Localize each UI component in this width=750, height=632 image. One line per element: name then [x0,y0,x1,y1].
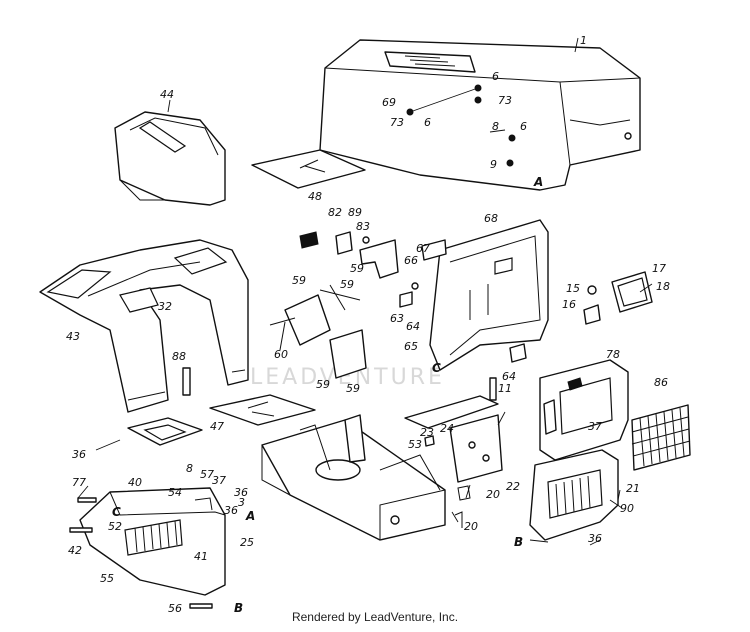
grille-frame-part [539,359,629,461]
grille-screen-part [631,404,691,471]
label-64: 64 [406,320,420,333]
fender-bolt-88 [182,367,191,396]
label-59-c: 59 [340,278,354,291]
label-90: 90 [620,502,634,515]
label-59-b: 59 [292,274,306,287]
label-41: 41 [194,550,208,563]
label-A-b: A [245,509,255,523]
bracket-22-part [404,395,503,483]
label-78: 78 [606,348,620,361]
label-20-b: 20 [464,520,478,533]
label-18: 18 [656,280,670,293]
label-24: 24 [440,422,454,435]
label-60: 60 [274,348,288,361]
label-68: 68 [484,212,498,225]
label-C: C [112,505,121,519]
label-1: 1 [580,34,587,47]
label-32: 32 [158,300,172,313]
label-40: 40 [128,476,142,489]
label-42: 42 [68,544,82,557]
label-36-b: 36 [588,532,602,545]
label-8: 8 [492,120,499,133]
label-6-c: 6 [520,120,527,133]
dash-panel-68-part [421,219,549,371]
label-67: 67 [416,242,430,255]
label-36-c: 36 [234,486,248,499]
plate-48-part [251,149,366,189]
plate-36-part [127,417,203,446]
label-36-d: 36 [224,504,238,517]
screws-42-77 [69,497,97,533]
label-A: A [533,175,543,189]
label-21: 21 [626,482,640,495]
label-88: 88 [172,350,186,363]
label-77: 77 [72,476,86,489]
label-59-e: 59 [346,382,360,395]
frame-part [261,414,471,541]
label-15: 15 [566,282,580,295]
label-16: 16 [562,298,576,311]
label-86: 86 [654,376,668,389]
small-parts-63-64 [399,282,527,363]
label-64-b: 64 [502,370,516,383]
label-69: 69 [382,96,396,109]
label-59-d: 59 [316,378,330,391]
label-6-b: 6 [424,116,431,129]
label-23: 23 [420,426,434,439]
hood-part [319,39,641,191]
label-8-b: 8 [186,462,193,475]
label-B-b: B [234,601,243,615]
label-22: 22 [506,480,520,493]
headlight-part [583,271,653,325]
label-66: 66 [404,254,418,267]
label-C-b: C [432,361,441,375]
dash-panel-part [114,111,226,206]
label-89: 89 [348,206,362,219]
label-47: 47 [210,420,224,433]
fender-part [39,239,249,413]
label-59: 59 [350,262,364,275]
label-56: 56 [168,602,182,615]
label-11: 11 [498,382,512,395]
label-83: 83 [356,220,370,233]
lower-grille-part [529,449,619,541]
label-63: 63 [390,312,404,325]
label-57: 57 [200,468,214,481]
label-B: B [514,535,523,549]
label-48: 48 [308,190,322,203]
label-37-b: 37 [212,474,226,487]
label-65: 65 [404,340,418,353]
label-54: 54 [168,486,182,499]
key-switch-part [299,231,370,255]
label-43: 43 [66,330,80,343]
bolt-56 [189,603,213,609]
label-73: 73 [498,94,512,107]
label-25: 25 [240,536,254,549]
front-panel-part [79,487,226,596]
label-36: 36 [72,448,86,461]
label-20: 20 [486,488,500,501]
lever-assembly-part [269,284,367,379]
bracket-66-part [359,239,399,279]
bolt-11 [489,377,497,401]
label-82: 82 [328,206,342,219]
label-3: 3 [238,496,245,509]
label-44: 44 [160,88,174,101]
hood-hardware [406,84,516,167]
label-6: 6 [492,70,499,83]
footer-credit: Rendered by LeadVenture, Inc. [291,610,459,624]
label-55: 55 [100,572,114,585]
label-9: 9 [490,158,497,171]
plate-47-part [209,394,316,426]
label-73-b: 73 [390,116,404,129]
label-17: 17 [652,262,666,275]
label-52: 52 [108,520,122,533]
label-37: 37 [588,420,602,433]
label-53: 53 [408,438,422,451]
